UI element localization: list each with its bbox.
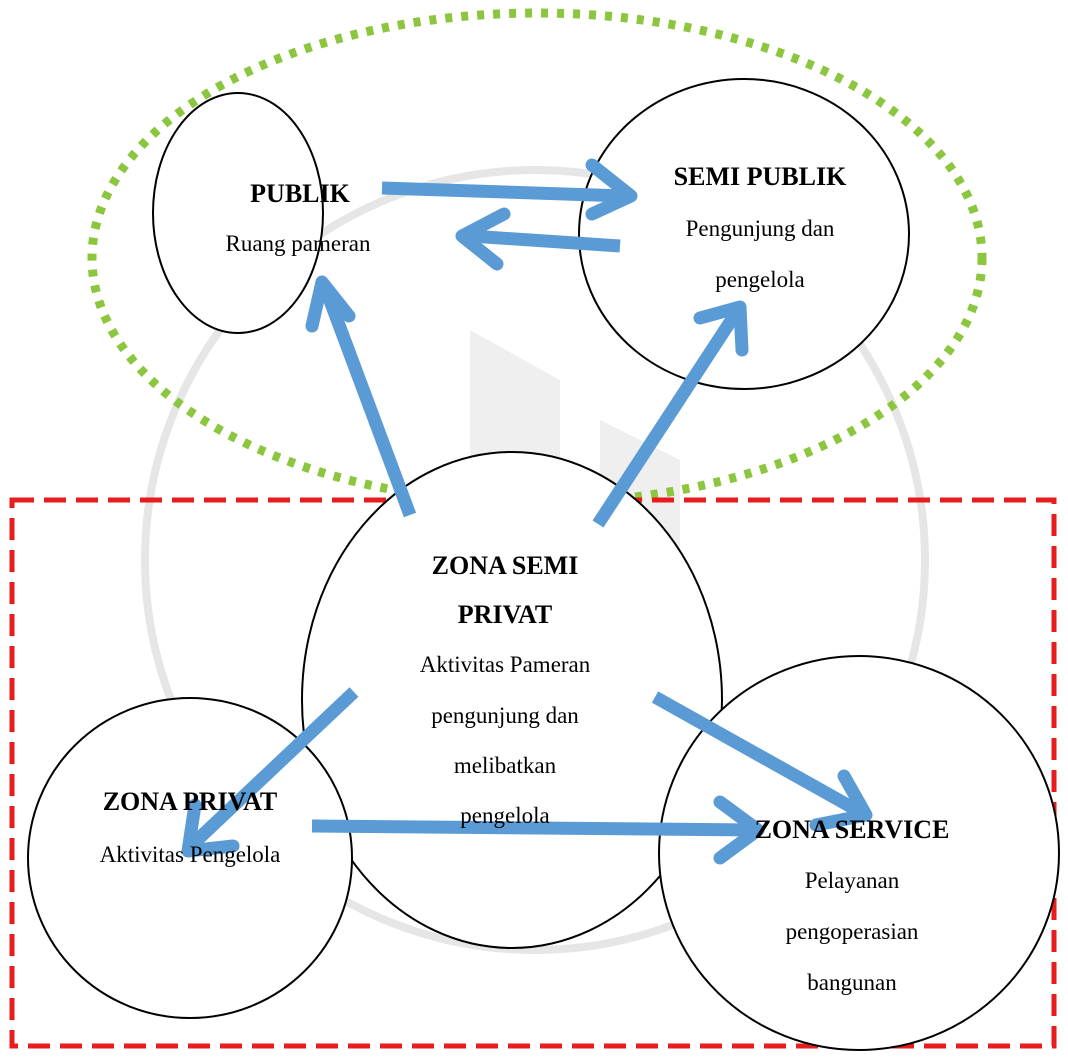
node-semi-privat-line-2: pengunjung dan (431, 703, 579, 728)
node-publik-title: PUBLIK (250, 179, 350, 208)
node-zona-service-line-1: Pelayanan (805, 868, 900, 893)
node-zona-privat-title: ZONA PRIVAT (103, 787, 278, 816)
node-zona-service-title: ZONA SERVICE (755, 815, 950, 844)
node-semi-privat-line-4: pengelola (460, 803, 549, 828)
node-publik-line-1: Ruang pameran (226, 231, 371, 256)
node-zona-privat-line-1: Aktivitas Pengelola (100, 842, 281, 867)
node-semi-publik-line-2: pengelola (715, 267, 804, 292)
arrow-semi-privat-to-semi-publik (592, 300, 749, 528)
arrow-publik-to-semi-publik (381, 158, 638, 221)
node-publik (152, 92, 324, 334)
node-semi-privat-title-1: ZONA SEMI (432, 551, 579, 580)
watermark-ring (141, 166, 929, 954)
arrow-semi-privat-to-publik (305, 275, 417, 518)
arrow-semi-privat-to-zona-privat (181, 687, 359, 858)
arrow-semi-publik-to-publik (455, 207, 621, 271)
node-semi-publik (578, 78, 910, 390)
node-semi-publik-line-1: Pengunjung dan (686, 216, 835, 241)
arrow-semi-privat-to-zona-service (651, 691, 873, 832)
node-semi-privat-title-2: PRIVAT (458, 600, 552, 629)
node-semi-privat-line-3: melibatkan (454, 753, 557, 778)
public-zone-outline (87, 8, 987, 508)
arrow-zona-privat-to-zona-service (311, 795, 765, 865)
node-zona-service-line-2: pengoperasian (786, 919, 919, 944)
node-zona-service-line-3: bangunan (807, 970, 897, 995)
node-semi-privat-line-1: Aktivitas Pameran (420, 652, 591, 677)
node-semi-publik-title: SEMI PUBLIK (674, 162, 847, 191)
